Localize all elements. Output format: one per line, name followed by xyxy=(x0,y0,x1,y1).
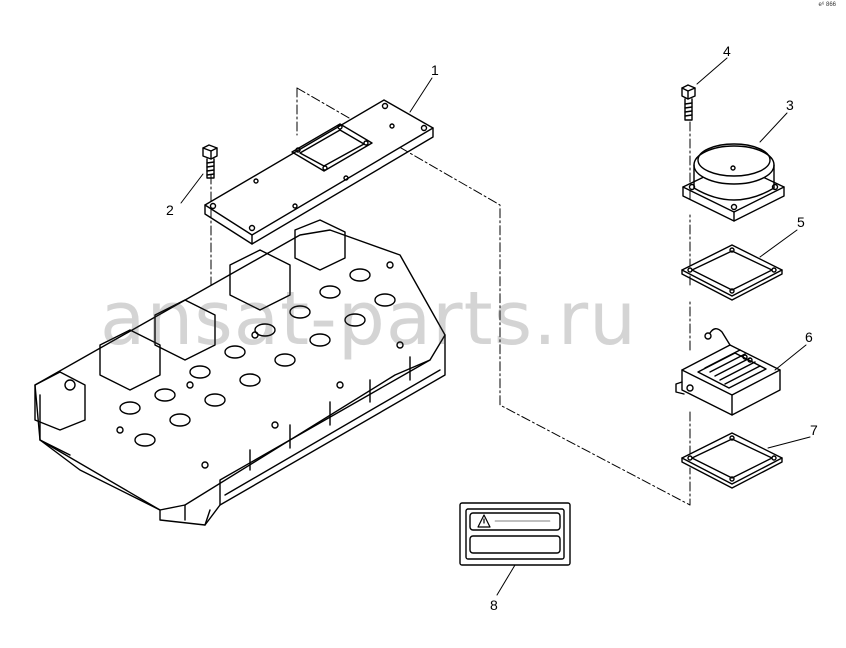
intake-housing-icon xyxy=(682,143,785,222)
gasket-icon xyxy=(681,432,783,489)
bolt-icon xyxy=(681,84,696,121)
callout-4: 4 xyxy=(723,43,731,59)
cover-plate-icon xyxy=(204,99,434,245)
gasket-icon xyxy=(681,244,783,301)
callout-1: 1 xyxy=(431,62,439,78)
heater-unit-icon xyxy=(675,328,781,416)
callout-7: 7 xyxy=(810,422,818,438)
bolt-icon xyxy=(202,144,218,179)
callout-3: 3 xyxy=(786,97,794,113)
callout-2: 2 xyxy=(166,202,174,218)
warning-label-icon xyxy=(459,502,571,566)
leader-lines xyxy=(180,57,811,596)
callout-6: 6 xyxy=(805,329,813,345)
cylinder-head-icon xyxy=(34,219,446,526)
callout-8: 8 xyxy=(490,597,498,613)
callout-5: 5 xyxy=(797,214,805,230)
corner-mark: e⁶ 866 xyxy=(818,2,836,8)
callout-labels: 1 2 3 4 5 6 7 8 xyxy=(166,43,818,613)
